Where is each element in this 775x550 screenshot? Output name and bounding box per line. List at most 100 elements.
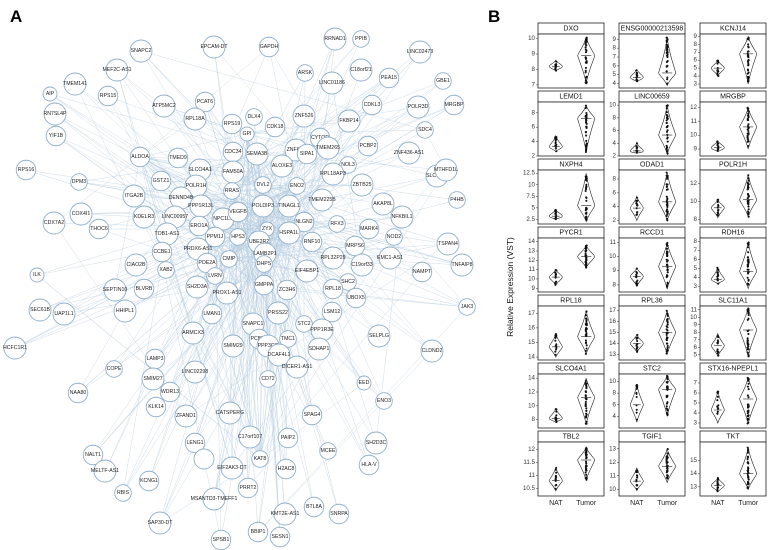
data-point (716, 339, 719, 342)
data-point (746, 486, 749, 489)
network-edge (160, 180, 264, 186)
data-point (636, 349, 639, 352)
data-point (747, 139, 750, 142)
network-node-circle (251, 194, 275, 218)
data-point (554, 479, 557, 482)
network-node-label: PPM1J (207, 234, 224, 240)
network-node-label: POLR3D (408, 104, 429, 110)
y-tick-label: 10 (528, 402, 535, 409)
data-point (635, 270, 638, 273)
network-node-label: DICER1-AS1 (282, 364, 313, 370)
network-node-circle (133, 278, 155, 300)
facet-plot-area (537, 373, 605, 429)
y-tick-label: 4 (613, 140, 617, 147)
data-point (747, 314, 750, 317)
data-point (666, 342, 669, 345)
network-node: DENND4B (169, 186, 194, 210)
network-node: HSPA1L (277, 221, 301, 245)
network-node-circle (321, 162, 345, 186)
network-node-label: RPL32P29 (320, 255, 345, 261)
data-point (585, 142, 588, 145)
network-node-circle (434, 158, 458, 182)
network-node-label: PCAT6 (197, 99, 213, 105)
network-node-circle (350, 253, 374, 277)
data-point (716, 412, 719, 415)
network-node: SAP30-DT (148, 511, 173, 535)
facet-title: NXPH4 (559, 162, 582, 169)
network-node-circle (221, 113, 243, 135)
data-point (665, 352, 668, 355)
data-point (666, 266, 669, 269)
network-node: ZC3H6 (276, 279, 298, 301)
network-node-circle (220, 250, 238, 268)
network-node: KAT8 (251, 450, 269, 468)
data-point (746, 346, 749, 349)
network-node: XAB2 (157, 261, 175, 279)
data-point (746, 446, 749, 449)
data-point (554, 344, 557, 347)
data-point (635, 72, 638, 75)
data-point (636, 339, 639, 343)
y-tick-label: 14 (528, 375, 535, 382)
y-tick-label: 8 (613, 114, 617, 121)
network-edge (107, 95, 141, 158)
network-node: LSM12 (321, 301, 343, 323)
data-point (636, 476, 639, 479)
network-node: POLDIP3 (251, 194, 275, 218)
data-point (665, 285, 669, 288)
facet-plot-area (618, 101, 686, 157)
network-node-label: ERO1A (190, 223, 208, 229)
data-point (635, 471, 639, 474)
network-node-circle (15, 159, 37, 181)
y-tick-label: 14 (609, 340, 616, 347)
data-point (747, 263, 750, 266)
data-point (585, 327, 588, 330)
network-node-circle (238, 425, 262, 449)
data-point (746, 341, 749, 345)
data-point (747, 354, 750, 357)
y-tick-label: 4 (613, 413, 617, 420)
data-point (717, 74, 720, 78)
data-point (747, 46, 750, 49)
data-point (584, 245, 587, 248)
data-point (716, 266, 719, 269)
network-node-circle (174, 404, 198, 428)
y-tick-label: 13 (528, 248, 535, 255)
data-point (666, 326, 669, 329)
network-node: EIF4EBP1 (295, 259, 319, 283)
data-point (666, 150, 669, 153)
network-node-circle (227, 201, 249, 223)
network-node-circle (310, 188, 334, 212)
network-node-label: SEMA3B (246, 151, 268, 157)
data-point (665, 70, 668, 73)
facet-title: RPL36 (641, 298, 663, 305)
data-point (746, 75, 750, 79)
network-node-label: CDKL3 (364, 102, 381, 108)
data-point (666, 344, 669, 348)
network-node: MARK4 (358, 218, 380, 240)
data-point (665, 376, 669, 379)
data-point (716, 486, 719, 489)
network-node: CDX7A2 (42, 211, 66, 235)
data-point (585, 454, 588, 457)
x-tick-label: Tumor (576, 500, 597, 507)
network-node: GAPDH (258, 36, 280, 58)
network-node: SNRPA (328, 503, 350, 525)
y-tick-label: 6 (694, 390, 698, 397)
network-node-label: LINC02473 (407, 49, 433, 55)
y-tick-label: 12 (528, 389, 535, 396)
data-point (665, 146, 668, 149)
data-point (717, 268, 720, 271)
y-tick-label: 13 (609, 445, 616, 452)
y-tick-label: 9 (694, 321, 698, 328)
facet-plot-area (699, 441, 767, 497)
network-node-label: DCAF4L1 (268, 352, 291, 358)
data-point (666, 448, 669, 451)
network-node: ALOXE3 (270, 154, 294, 178)
network-node: SEMA3B (245, 142, 269, 166)
data-point (666, 76, 669, 79)
facet-plot-area (537, 169, 605, 225)
network-edge (163, 105, 258, 155)
